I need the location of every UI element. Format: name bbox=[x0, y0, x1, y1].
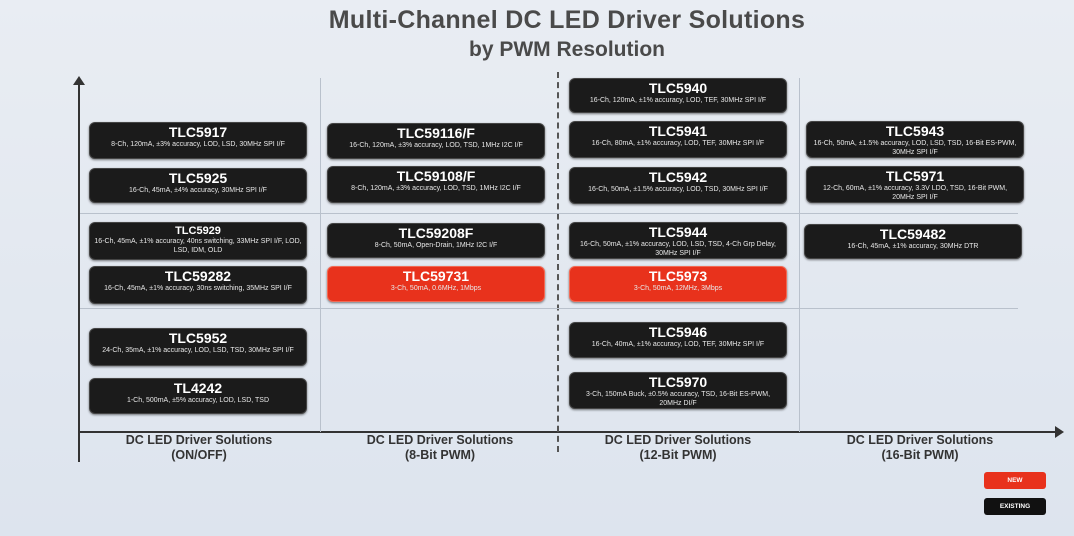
product-box-tlc5942[interactable]: TLC5942 16-Ch, 50mA, ±1.5% accuracy, LOD… bbox=[569, 167, 787, 204]
product-box-tlc59482[interactable]: TLC59482 16-Ch, 45mA, ±1% accuracy, 30MH… bbox=[804, 224, 1022, 259]
product-name: TLC5970 bbox=[648, 374, 708, 390]
product-name: TLC5971 bbox=[885, 168, 945, 184]
product-box-tlc5943[interactable]: TLC5943 16-Ch, 50mA, ±1.5% accuracy, LOD… bbox=[806, 121, 1024, 158]
category-line2: (8-Bit PWM) bbox=[404, 448, 476, 462]
product-box-tlc5971[interactable]: TLC5971 12-Ch, 60mA, ±1% accuracy, 3.3V … bbox=[806, 166, 1024, 203]
category-line1: DC LED Driver Solutions bbox=[125, 433, 273, 447]
product-box-tlc59108f[interactable]: TLC59108/F 8-Ch, 120mA, ±3% accuracy, LO… bbox=[327, 166, 545, 203]
legend-existing: EXISTING bbox=[984, 498, 1046, 515]
product-desc: 8-Ch, 120mA, ±3% accuracy, LOD, LSD, 30M… bbox=[111, 141, 285, 148]
column-divider-dashed bbox=[557, 72, 559, 452]
product-box-tlc5952[interactable]: TLC5952 24-Ch, 35mA, ±1% accuracy, LOD, … bbox=[89, 328, 307, 366]
category-label-12bit: DC LED Driver Solutions (12-Bit PWM) bbox=[558, 433, 798, 463]
product-desc: 16-Ch, 40mA, ±1% accuracy, LOD, TEF, 30M… bbox=[591, 341, 765, 348]
product-desc: 3-Ch, 50mA, 12MHz, 3Mbps bbox=[633, 285, 723, 292]
product-name: TLC59208F bbox=[398, 225, 474, 241]
row-divider bbox=[80, 308, 1018, 309]
product-name: TL4242 bbox=[173, 380, 223, 396]
product-box-tlc5929[interactable]: TLC5929 16-Ch, 45mA, ±1% accuracy, 40ns … bbox=[89, 222, 307, 260]
page-title: Multi-Channel DC LED Driver Solutions bbox=[328, 6, 806, 34]
product-desc: 24-Ch, 35mA, ±1% accuracy, LOD, LSD, TSD… bbox=[102, 347, 294, 354]
product-desc: 16-Ch, 120mA, ±1% accuracy, LOD, TEF, 30… bbox=[589, 97, 767, 104]
product-desc: 8-Ch, 50mA, Open-Drain, 1MHz I2C I/F bbox=[374, 242, 498, 249]
category-line1: DC LED Driver Solutions bbox=[366, 433, 514, 447]
row-divider bbox=[80, 213, 1018, 214]
product-desc: 16-Ch, 120mA, ±3% accuracy, LOD, TSD, 1M… bbox=[349, 142, 523, 149]
product-name: TLC5940 bbox=[648, 80, 708, 96]
category-line2: (ON/OFF) bbox=[171, 448, 227, 462]
category-label-8bit: DC LED Driver Solutions (8-Bit PWM) bbox=[320, 433, 560, 463]
legend-new: NEW bbox=[984, 472, 1046, 489]
product-desc: 16-Ch, 50mA, ±1.5% accuracy, LOD, TSD, 3… bbox=[588, 186, 768, 193]
product-name: TLC59282 bbox=[164, 268, 232, 284]
product-name: TLC5942 bbox=[648, 169, 708, 185]
product-name: TLC5946 bbox=[648, 324, 708, 340]
product-desc: 16-Ch, 45mA, ±1% accuracy, 40ns switchin… bbox=[94, 238, 302, 254]
column-divider bbox=[320, 78, 321, 432]
product-name: TLC59482 bbox=[879, 226, 947, 242]
product-box-tlc59731[interactable]: TLC59731 3-Ch, 50mA, 0.6MHz, 1Mbps bbox=[327, 266, 545, 302]
product-name: TLC5944 bbox=[648, 224, 708, 240]
y-axis bbox=[73, 76, 85, 462]
category-line2: (12-Bit PWM) bbox=[639, 448, 717, 462]
product-box-tlc5970[interactable]: TLC5970 3-Ch, 150mA Buck, ±0.5% accuracy… bbox=[569, 372, 787, 409]
category-line1: DC LED Driver Solutions bbox=[846, 433, 994, 447]
product-box-tlc5940[interactable]: TLC5940 16-Ch, 120mA, ±1% accuracy, LOD,… bbox=[569, 78, 787, 113]
product-desc: 16-Ch, 50mA, ±1% accuracy, LOD, LSD, TSD… bbox=[579, 241, 777, 257]
product-box-tlc5941[interactable]: TLC5941 16-Ch, 80mA, ±1% accuracy, LOD, … bbox=[569, 121, 787, 158]
product-desc: 16-Ch, 45mA, ±1% accuracy, 30MHz DTR bbox=[847, 243, 979, 250]
product-desc: 16-Ch, 45mA, ±1% accuracy, 30ns switchin… bbox=[104, 285, 292, 292]
product-name: TLC59731 bbox=[402, 268, 470, 284]
product-name: TLC5925 bbox=[168, 170, 228, 186]
product-box-tlc59116f[interactable]: TLC59116/F 16-Ch, 120mA, ±3% accuracy, L… bbox=[327, 123, 545, 159]
product-desc: 12-Ch, 60mA, ±1% accuracy, 3.3V LDO, TSD… bbox=[822, 185, 1008, 201]
product-box-tlc59208f[interactable]: TLC59208F 8-Ch, 50mA, Open-Drain, 1MHz I… bbox=[327, 223, 545, 258]
product-desc: 8-Ch, 120mA, ±3% accuracy, LOD, TSD, 1MH… bbox=[351, 185, 521, 192]
product-name: TLC59108/F bbox=[396, 168, 476, 184]
product-name: TLC5973 bbox=[648, 268, 708, 284]
product-name: TLC59116/F bbox=[397, 125, 475, 141]
column-divider bbox=[799, 78, 800, 432]
product-box-tlc5973[interactable]: TLC5973 3-Ch, 50mA, 12MHz, 3Mbps bbox=[569, 266, 787, 302]
product-name: TLC5952 bbox=[168, 330, 228, 346]
product-desc: 16-Ch, 45mA, ±4% accuracy, 30MHz SPI I/F bbox=[129, 187, 267, 194]
category-label-16bit: DC LED Driver Solutions (16-Bit PWM) bbox=[800, 433, 1040, 463]
product-desc: 1-Ch, 500mA, ±5% accuracy, LOD, LSD, TSD bbox=[126, 397, 270, 404]
product-box-tlc5925[interactable]: TLC5925 16-Ch, 45mA, ±4% accuracy, 30MHz… bbox=[89, 168, 307, 203]
category-line1: DC LED Driver Solutions bbox=[604, 433, 752, 447]
product-desc: 16-Ch, 50mA, ±1.5% accuracy, LOD, LSD, T… bbox=[813, 140, 1017, 156]
page-subtitle: by PWM Resolution bbox=[469, 38, 665, 61]
product-desc: 3-Ch, 150mA Buck, ±0.5% accuracy, TSD, 1… bbox=[585, 391, 771, 407]
product-name: TLC5929 bbox=[175, 225, 221, 237]
product-desc: 3-Ch, 50mA, 0.6MHz, 1Mbps bbox=[390, 285, 482, 292]
product-name: TLC5941 bbox=[648, 123, 708, 139]
product-box-tlc5946[interactable]: TLC5946 16-Ch, 40mA, ±1% accuracy, LOD, … bbox=[569, 322, 787, 358]
product-box-tlc5917[interactable]: TLC5917 8-Ch, 120mA, ±3% accuracy, LOD, … bbox=[89, 122, 307, 159]
product-box-tl4242[interactable]: TL4242 1-Ch, 500mA, ±5% accuracy, LOD, L… bbox=[89, 378, 307, 414]
x-axis bbox=[78, 426, 1064, 438]
product-name: TLC5917 bbox=[168, 124, 228, 140]
product-name: TLC5943 bbox=[885, 123, 945, 139]
product-desc: 16-Ch, 80mA, ±1% accuracy, LOD, TEF, 30M… bbox=[591, 140, 765, 147]
category-line2: (16-Bit PWM) bbox=[881, 448, 959, 462]
product-box-tlc5944[interactable]: TLC5944 16-Ch, 50mA, ±1% accuracy, LOD, … bbox=[569, 222, 787, 259]
category-label-onoff: DC LED Driver Solutions (ON/OFF) bbox=[79, 433, 319, 463]
product-box-tlc59282[interactable]: TLC59282 16-Ch, 45mA, ±1% accuracy, 30ns… bbox=[89, 266, 307, 304]
